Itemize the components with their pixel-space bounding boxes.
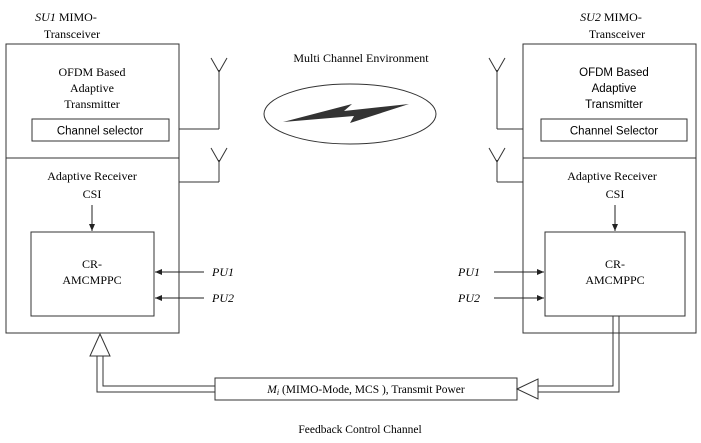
su2-core-line2: AMCMPPC xyxy=(585,273,644,287)
su1-pu1-label: PU1 xyxy=(211,265,234,279)
environment-label: Multi Channel Environment xyxy=(293,51,429,65)
su2-pu2-label: PU2 xyxy=(457,291,480,305)
su1-channel-selector-label: Channel selector xyxy=(57,126,143,138)
channel-lightning-icon xyxy=(263,83,437,145)
feedback-parameter-label: Mi (MIMO-Mode, MCS ), Transmit Power xyxy=(266,384,465,397)
feedback-arrowhead-right xyxy=(515,378,539,400)
su1-title-line2: Transceiver xyxy=(44,27,100,41)
su1-tx-line2: Adaptive xyxy=(70,81,114,95)
feedback-channel-label: Feedback Control Channel xyxy=(298,424,421,436)
su2-pu1-label: PU1 xyxy=(457,265,480,279)
su1-title: SU1 MIMO- xyxy=(35,10,97,24)
su1-pu2-label: PU2 xyxy=(211,291,234,305)
su1-core-line1: CR- xyxy=(82,257,102,271)
su2-title: SU2 MIMO- xyxy=(580,10,642,24)
feedback-parameter-box xyxy=(214,377,518,401)
su1-channel-selector-box xyxy=(31,118,170,142)
su2-core-box xyxy=(544,231,686,317)
su1-tx-line3: Transmitter xyxy=(64,97,120,111)
su2-tx-line2: Adaptive xyxy=(592,83,637,95)
su1-tx-antenna-icon xyxy=(179,57,228,130)
su2-tx-line3: Transmitter xyxy=(585,99,643,111)
feedback-arrowhead-left xyxy=(89,332,111,357)
su1-csi-label: CSI xyxy=(83,187,102,201)
su1-adaptive-receiver-label: Adaptive Receiver xyxy=(47,169,137,183)
su1-transceiver-box xyxy=(5,43,180,334)
su2-transceiver-box xyxy=(522,43,697,334)
su2-rx-antenna-icon xyxy=(488,147,523,183)
su2-title-line2: Transceiver xyxy=(589,27,645,41)
su2-channel-selector-box xyxy=(540,118,688,142)
feedback-double-line xyxy=(96,316,620,393)
su2-adaptive-receiver-label: Adaptive Receiver xyxy=(567,169,657,183)
su1-core-line2: AMCMPPC xyxy=(62,273,121,287)
su2-tx-antenna-icon xyxy=(488,57,523,130)
su2-channel-selector-label: Channel Selector xyxy=(570,126,658,138)
su2-core-line1: CR- xyxy=(605,257,625,271)
su1-tx-line1: OFDM Based xyxy=(58,65,125,79)
su2-tx-line1: OFDM Based xyxy=(579,67,649,79)
su2-csi-label: CSI xyxy=(606,187,625,201)
su1-core-box xyxy=(30,231,155,317)
su1-rx-antenna-icon xyxy=(179,147,228,183)
